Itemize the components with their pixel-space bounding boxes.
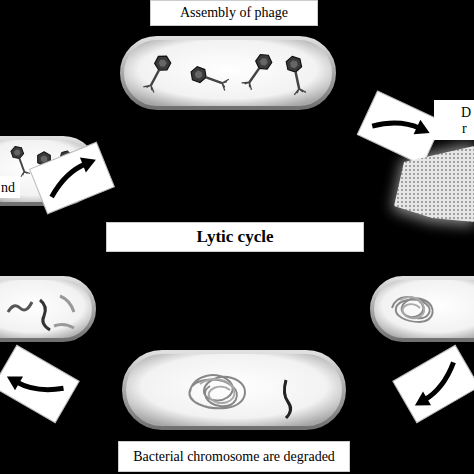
cropped-text: r <box>462 122 467 136</box>
box-text: Lytic cycle <box>197 228 274 247</box>
label-box: Lytic cycle <box>106 222 364 252</box>
cropped-text: nd <box>1 181 15 195</box>
cropped-text: D <box>461 106 471 120</box>
label-box: Bacterial chromosome are degraded <box>118 441 350 472</box>
box-text: Bacterial chromosome are degraded <box>133 449 335 464</box>
label-box: Assembly of phage <box>150 0 318 26</box>
box-text: Assembly of phage <box>180 5 288 20</box>
